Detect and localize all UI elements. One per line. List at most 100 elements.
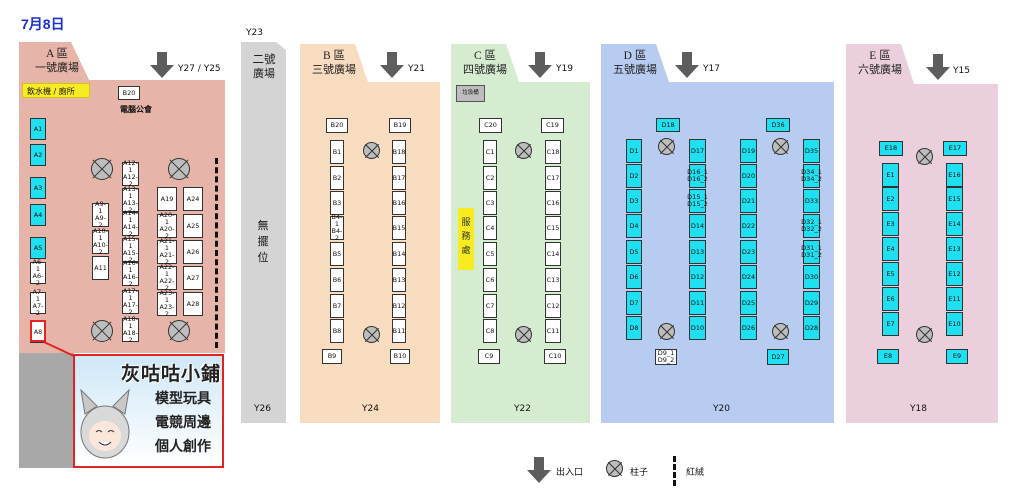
- booth-e17[interactable]: E17: [943, 141, 967, 156]
- booth-d16_1[interactable]: D16_1 D16_2: [687, 164, 708, 188]
- booth-a10-1[interactable]: A10-1 A10-2: [92, 227, 109, 256]
- booth-b5[interactable]: B5: [330, 242, 344, 266]
- booth-b14[interactable]: B14: [392, 242, 406, 266]
- booth-a9-1[interactable]: A9-1 A9-2: [92, 201, 109, 229]
- booth-e3[interactable]: E3: [882, 212, 899, 236]
- booth-b12[interactable]: B12: [392, 294, 406, 318]
- booth-a2[interactable]: A2: [30, 144, 46, 166]
- booth-e7[interactable]: E7: [882, 312, 899, 336]
- booth-d24[interactable]: D24: [740, 265, 757, 289]
- booth-c9[interactable]: C9: [478, 349, 500, 364]
- booth-d2[interactable]: D2: [626, 164, 642, 188]
- booth-b16[interactable]: B16: [392, 191, 406, 215]
- booth-e5[interactable]: E5: [882, 262, 899, 286]
- booth-d19[interactable]: D19: [740, 139, 757, 163]
- booth-d29[interactable]: D29: [803, 291, 820, 315]
- booth-b4-1[interactable]: B4-1 B4-2: [330, 213, 344, 242]
- booth-c6[interactable]: C6: [483, 268, 497, 292]
- booth-a19[interactable]: A19: [157, 187, 177, 211]
- booth-c19[interactable]: C19: [541, 118, 564, 133]
- booth-c16[interactable]: C16: [545, 191, 561, 215]
- booth-d12[interactable]: D12: [689, 265, 706, 289]
- booth-c18[interactable]: C18: [545, 140, 561, 164]
- booth-b13[interactable]: B13: [392, 268, 406, 292]
- booth-d25[interactable]: D25: [740, 291, 757, 315]
- booth-a4[interactable]: A4: [30, 204, 46, 226]
- booth-a13-1[interactable]: A13-1 A13-2: [122, 185, 139, 214]
- booth-a12-1[interactable]: A12-1 A12-2: [122, 159, 139, 188]
- booth-c7[interactable]: C7: [483, 294, 497, 318]
- booth-b3[interactable]: B3: [330, 191, 344, 215]
- booth-e1[interactable]: E1: [882, 163, 899, 187]
- booth-a28[interactable]: A28: [183, 292, 203, 316]
- booth-d27[interactable]: D27: [767, 349, 789, 365]
- booth-d1[interactable]: D1: [626, 139, 642, 163]
- booth-e2[interactable]: E2: [882, 187, 899, 211]
- booth-a-b20[interactable]: B20: [118, 86, 140, 100]
- booth-d9_1[interactable]: D9_1 D9_2: [655, 349, 677, 365]
- booth-e8[interactable]: E8: [877, 349, 899, 364]
- booth-e4[interactable]: E4: [882, 237, 899, 261]
- booth-b8[interactable]: B8: [330, 319, 344, 343]
- booth-a16-1[interactable]: A16-1 A16-2: [122, 259, 139, 288]
- booth-b6[interactable]: B6: [330, 268, 344, 292]
- booth-b18[interactable]: B18: [392, 140, 406, 164]
- booth-d4[interactable]: D4: [626, 214, 642, 238]
- booth-d3[interactable]: D3: [626, 189, 642, 213]
- booth-d32_1[interactable]: D32_1 D32_2: [801, 214, 822, 238]
- booth-d13[interactable]: D13: [689, 240, 706, 264]
- booth-d7[interactable]: D7: [626, 291, 642, 315]
- booth-e16[interactable]: E16: [946, 163, 963, 187]
- booth-b1[interactable]: B1: [330, 140, 344, 164]
- booth-a7-1[interactable]: A7-1 A7-2: [30, 289, 46, 317]
- booth-d33[interactable]: D33: [803, 189, 820, 213]
- booth-d23[interactable]: D23: [740, 240, 757, 264]
- booth-d15_1[interactable]: D15_1 D15_2: [687, 189, 708, 213]
- booth-d22[interactable]: D22: [740, 214, 757, 238]
- booth-c20[interactable]: C20: [479, 118, 502, 133]
- booth-e6[interactable]: E6: [882, 287, 899, 311]
- booth-d10[interactable]: D10: [689, 316, 706, 340]
- booth-a21-1[interactable]: A21-1 A21-2: [157, 238, 177, 266]
- booth-c17[interactable]: C17: [545, 166, 561, 190]
- booth-a14-1[interactable]: A14-1 A14-2: [122, 209, 139, 238]
- booth-c10[interactable]: C10: [544, 349, 566, 364]
- booth-a27[interactable]: A27: [183, 266, 203, 290]
- booth-d21[interactable]: D21: [740, 189, 757, 213]
- booth-e14[interactable]: E14: [946, 212, 963, 236]
- booth-d18[interactable]: D18: [656, 118, 680, 132]
- booth-a26[interactable]: A26: [183, 240, 203, 264]
- booth-b10[interactable]: B10: [390, 349, 410, 364]
- booth-c13[interactable]: C13: [545, 268, 561, 292]
- booth-c3[interactable]: C3: [483, 191, 497, 215]
- booth-d5[interactable]: D5: [626, 240, 642, 264]
- booth-d36[interactable]: D36: [766, 118, 790, 132]
- booth-a15-1[interactable]: A15-1 A15-2: [122, 235, 139, 264]
- booth-c5[interactable]: C5: [483, 242, 497, 266]
- booth-d17[interactable]: D17: [689, 139, 706, 163]
- booth-c1[interactable]: C1: [483, 140, 497, 164]
- booth-d28[interactable]: D28: [803, 316, 820, 340]
- booth-b7[interactable]: B7: [330, 294, 344, 318]
- booth-e18[interactable]: E18: [879, 141, 903, 156]
- booth-b9[interactable]: B9: [322, 349, 342, 364]
- booth-b11[interactable]: B11: [392, 319, 406, 343]
- booth-e10[interactable]: E10: [946, 312, 963, 336]
- booth-a25[interactable]: A25: [183, 214, 203, 238]
- booth-a6-1[interactable]: A6-1 A6-2: [30, 259, 46, 287]
- booth-b17[interactable]: B17: [392, 166, 406, 190]
- booth-e13[interactable]: E13: [946, 237, 963, 261]
- booth-c15[interactable]: C15: [545, 216, 561, 240]
- booth-c8[interactable]: C8: [483, 319, 497, 343]
- booth-d34_1[interactable]: D34_1 D34_2: [801, 164, 822, 188]
- booth-b20[interactable]: B20: [326, 118, 348, 133]
- booth-d14[interactable]: D14: [689, 214, 706, 238]
- booth-d8[interactable]: D8: [626, 316, 642, 340]
- booth-a3[interactable]: A3: [30, 177, 46, 199]
- booth-c11[interactable]: C11: [545, 319, 561, 343]
- booth-a18-1[interactable]: A18-1 A18-2: [122, 315, 139, 344]
- booth-e12[interactable]: E12: [946, 262, 963, 286]
- booth-d6[interactable]: D6: [626, 265, 642, 289]
- booth-e11[interactable]: E11: [946, 287, 963, 311]
- booth-a1[interactable]: A1: [30, 118, 46, 140]
